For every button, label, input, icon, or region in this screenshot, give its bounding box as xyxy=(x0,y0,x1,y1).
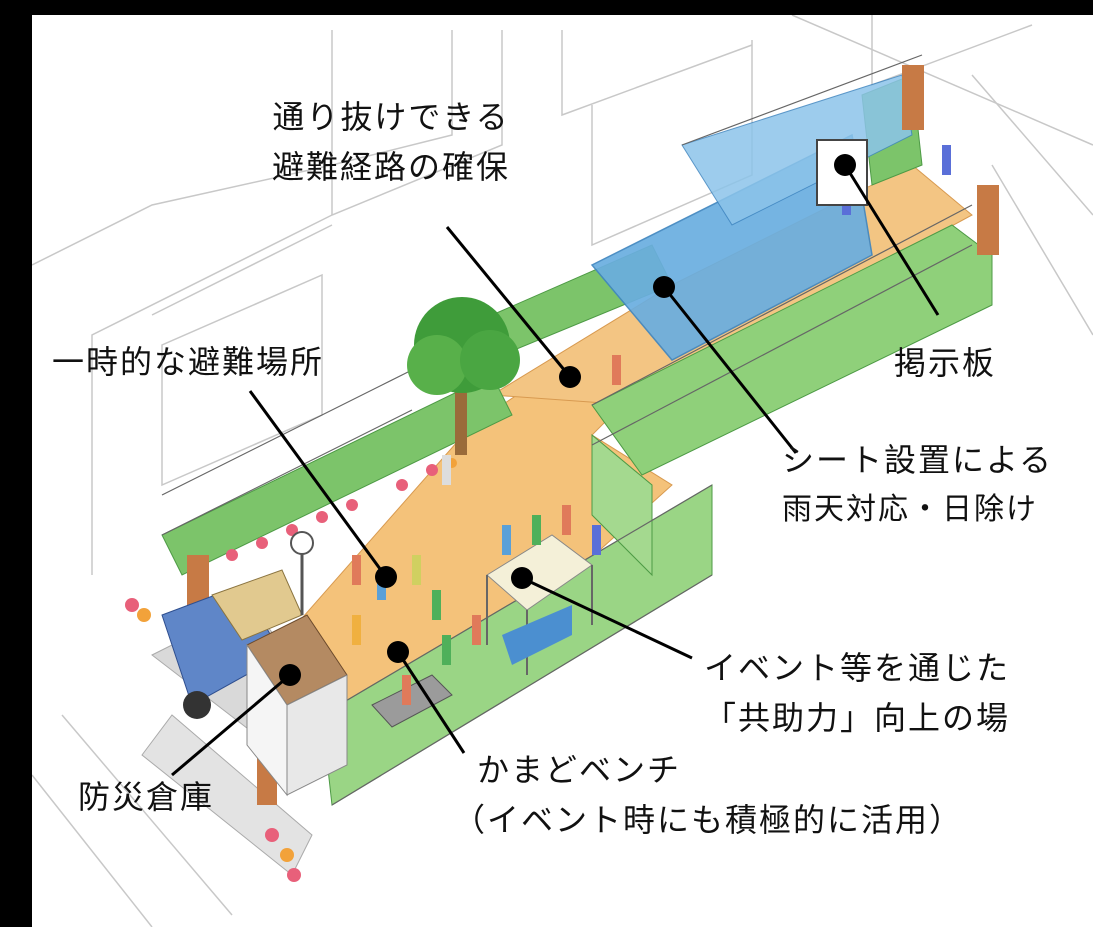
leader-bulletin-board xyxy=(843,164,940,316)
label-temporary-shelter: 一時的な避難場所 xyxy=(52,343,325,381)
leader-temporary-shelter xyxy=(248,390,388,578)
label-evacuation-route-line1: 通り抜けできる xyxy=(272,98,510,136)
label-sheet-line2: 雨天対応・日除け xyxy=(782,492,1038,527)
dot-storage xyxy=(279,664,301,686)
label-event-line1: イベント等を通じた xyxy=(704,649,1011,687)
flower-beds xyxy=(125,458,457,882)
event-tent xyxy=(486,534,593,675)
label-evacuation-route-line2: 避難経路の確保 xyxy=(272,148,511,186)
leader-dots xyxy=(279,154,856,686)
leader-evacuation-route xyxy=(445,226,572,378)
leader-event xyxy=(521,576,693,660)
label-bulletin-board: 掲示板 xyxy=(894,344,997,382)
label-sheet-line1: シート設置による xyxy=(782,441,1054,479)
dot-kamado-bench xyxy=(387,641,409,663)
leader-sheet xyxy=(662,286,798,454)
label-storage: 防災倉庫 xyxy=(78,778,215,816)
park-illustration xyxy=(32,15,1093,927)
label-event-line2: 「共助力」向上の場 xyxy=(704,699,1011,737)
shade-sheet xyxy=(590,74,913,361)
label-kamado-bench-line1: かまどベンチ xyxy=(477,751,682,789)
leader-kamado-bench xyxy=(396,651,466,754)
label-kamado-bench-line2: （イベント時にも積極的に活用） xyxy=(453,801,964,839)
dot-temporary-shelter xyxy=(375,566,397,588)
kamado-bench xyxy=(371,674,453,728)
storage-shed xyxy=(246,614,348,797)
leader-lines xyxy=(171,164,940,777)
leader-storage xyxy=(171,673,291,777)
illustration-panel: 通り抜けできる 避難経路の確保 一時的な避難場所 掲示板 シート設置による 雨天… xyxy=(32,15,1093,927)
dot-event xyxy=(511,567,533,589)
dot-evacuation-route xyxy=(559,366,581,388)
clock xyxy=(290,531,314,615)
label-event: イベント等を通じた 「共助力」向上の場 xyxy=(704,648,1010,738)
label-evacuation-route: 通り抜けできる 避難経路の確保 xyxy=(272,97,510,187)
label-sheet: シート設置による 雨天対応・日除け xyxy=(782,440,1053,530)
dot-bulletin-board xyxy=(834,154,856,176)
dot-sheet xyxy=(653,276,675,298)
tree xyxy=(407,297,520,455)
label-kamado-bench: かまどベンチ （イベント時にも積極的に活用） xyxy=(453,750,963,840)
